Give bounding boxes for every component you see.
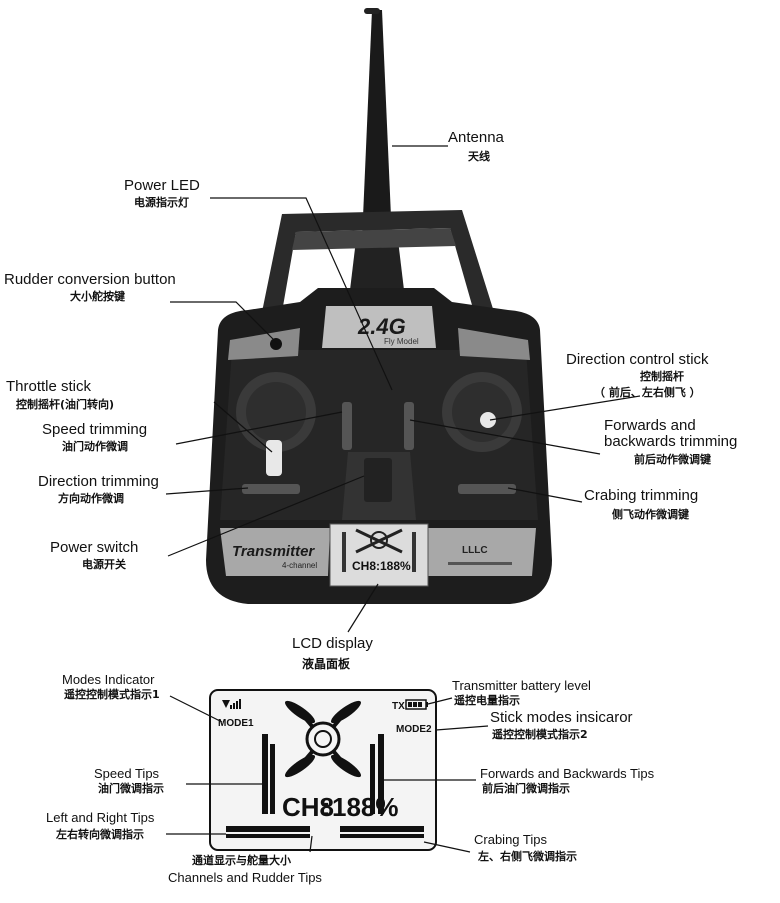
left-right-tips-gauge [226, 826, 310, 838]
battery-level-label-zh: 遥控电量指示 [454, 693, 520, 707]
forwards-backwards-label-zh: 前后动作微调键 [634, 452, 712, 466]
channels-rudder-label-zh: 通道显示与舵量大小 [192, 853, 291, 867]
power-switch [364, 458, 392, 502]
direction-trimming-label-zh: 方向动作微调 [58, 491, 124, 505]
badge-subtext: Fly Model [384, 337, 419, 346]
crabing-tips-label-zh: 左、右侧飞微调指示 [477, 849, 577, 863]
channel-text: 4-channel [282, 561, 317, 570]
lcd-leader-lines [166, 695, 489, 853]
crabing-tips-gauge [340, 826, 424, 838]
top-leader-lines [165, 145, 641, 633]
forwards-backwards-label: Forwards and [604, 417, 696, 434]
speed-tips-label-zh: 油门微调指示 [98, 781, 164, 795]
lr-tips-label-zh: 左右转向微调指示 [55, 827, 144, 841]
speed-tips-gauge [262, 734, 275, 814]
transmitter-nameplate: Transmitter 4-channel [220, 528, 330, 576]
stick-modes-label-zh: 遥控控制模式指示2 [492, 727, 588, 741]
crabing-trimming-label-zh: 侧飞动作微调键 [612, 507, 690, 521]
speed-tips-label: Speed Tips [94, 766, 160, 781]
direction-control-stick [480, 412, 496, 428]
throttle-stick [266, 440, 282, 476]
rudder-conversion-label-zh: 大小舵按键 [70, 289, 126, 303]
lcd-detail: MODE1 TX MODE2 [209, 689, 437, 851]
direction-control-stick-gimbal [442, 372, 522, 452]
crabing-tips-label: Crabing Tips [474, 832, 547, 847]
direction-control-stick-label: Direction control stick [566, 351, 709, 368]
power-led-label-zh: 电源指示灯 [134, 195, 189, 209]
power-switch-label-zh: 电源开关 [82, 557, 126, 571]
power-switch-label: Power switch [50, 539, 138, 556]
battery-icon [405, 699, 428, 710]
antenna [350, 8, 404, 290]
lcd-display-label-zh: 液晶面板 [302, 656, 351, 671]
speed-trimming-label-zh: 油门动作微调 [62, 439, 128, 453]
direction-control-stick-label-zh: 控制摇杆 [640, 369, 684, 383]
rudder-conversion-label: Rudder conversion button [4, 271, 176, 288]
carry-handle [262, 210, 494, 312]
direction-trim-slider [242, 484, 300, 494]
lcd-mode2: MODE2 [396, 724, 432, 735]
throttle-stick-label: Throttle stick [6, 378, 92, 395]
lcd-mode1: MODE1 [218, 718, 254, 729]
forwards-backwards-trim-slider [404, 402, 414, 450]
modes-indicator-label: Modes Indicator [62, 672, 155, 687]
badge-text: 2.4G [357, 314, 406, 339]
throttle-stick-label-zh: 控制摇杆(油门转向) [16, 397, 114, 411]
antenna-label-zh: 天线 [468, 149, 490, 163]
device-lcd-readout: CH8:188% [352, 559, 411, 573]
forwards-backwards-tips-gauge [370, 734, 384, 814]
brand-plate: LLLC [428, 528, 536, 576]
power-led-label: Power LED [124, 177, 200, 194]
direction-trimming-label: Direction trimming [38, 473, 159, 490]
lr-tips-label: Left and Right Tips [46, 810, 155, 825]
lcd-percent-readout: 188% [332, 792, 399, 822]
speed-trimming-label: Speed trimming [42, 421, 147, 438]
device-lcd: CH8:188% [329, 523, 429, 587]
direction-control-stick-label-zh2: （ 前后、左右侧飞 ） [594, 385, 701, 399]
transmitter-text: Transmitter [232, 543, 315, 560]
forwards-backwards-label-2: backwards trimming [604, 433, 737, 450]
modes-indicator-label-zh: 遥控控制模式指示1 [64, 687, 160, 701]
lcd-colon: : [322, 792, 331, 822]
quadcopter-icon [284, 700, 362, 778]
lcd-display-label: LCD display [292, 635, 373, 652]
battery-level-label: Transmitter battery level [452, 678, 591, 693]
stick-modes-label: Stick modes insicaror [490, 709, 633, 726]
crabing-trim-slider [458, 484, 516, 494]
crabing-trimming-label: Crabing trimming [584, 487, 698, 504]
channels-rudder-label: Channels and Rudder Tips [168, 870, 322, 885]
throttle-stick-gimbal [236, 372, 316, 476]
fb-tips-label-zh: 前后油门微调指示 [482, 781, 570, 795]
speed-trim-slider [342, 402, 352, 450]
signal-icon [222, 699, 241, 709]
fb-tips-label: Forwards and Backwards Tips [480, 766, 655, 781]
antenna-label: Antenna [448, 129, 505, 146]
lcd-tx: TX [392, 701, 405, 712]
rudder-conversion-button [270, 338, 282, 350]
brand-text: LLLC [462, 545, 488, 556]
lcd-channel-readout: CH8 [282, 792, 334, 822]
